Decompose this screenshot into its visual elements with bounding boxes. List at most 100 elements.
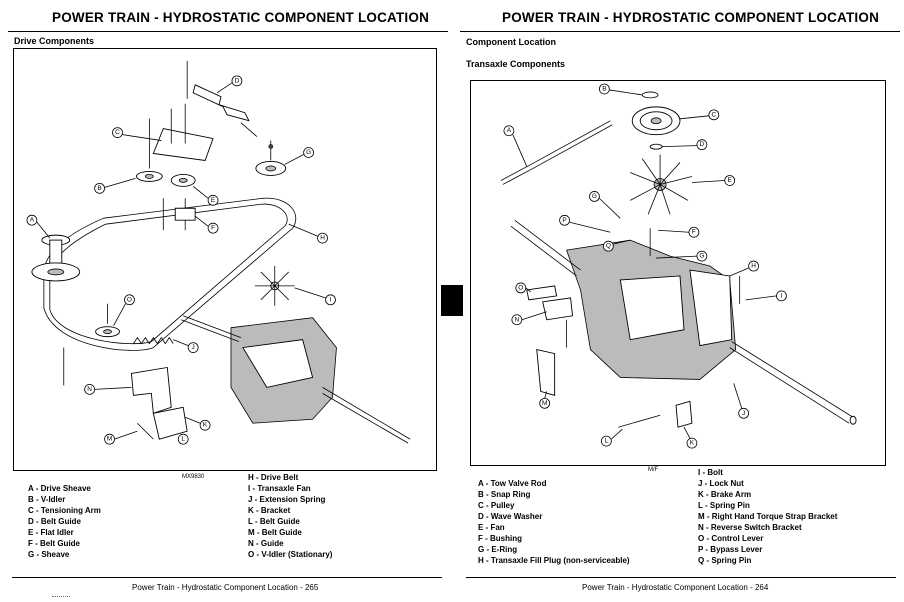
callout-k: K [690,440,695,447]
callout-g: G [592,193,597,200]
legend-item: I - Transaxle Fan [248,484,311,493]
subsection-heading: Transaxle Components [466,59,566,69]
control-lever-shape [526,285,558,301]
legend-item: B - V-Idler [28,495,66,504]
legend-item: O - V-Idler (Stationary) [248,550,333,559]
legend-item: M - Belt Guide [248,528,302,537]
pulley-shape [631,91,681,150]
callout-g: G [699,253,704,260]
figure-id: M/F [648,467,659,473]
callout-o: O [127,296,132,303]
section-heading: Drive Components [14,36,95,46]
callout-n: N [515,316,520,323]
callout-l: L [181,436,185,443]
callout-j: J [192,344,195,351]
bracket-assembly-shape [130,366,188,440]
callout-e: E [211,197,216,204]
bracket-shapes [526,285,693,428]
legend-item: E - Flat Idler [28,528,74,537]
right-page: POWER TRAIN - HYDROSTATIC COMPONENT LOCA… [456,0,904,602]
callout-b: B [602,85,606,92]
legend-item: O - Control Lever [698,534,764,543]
legend-item: J - Lock Nut [698,479,744,488]
extension-spring-shape [133,336,174,345]
legend-column-2: I - Bolt J - Lock Nut K - Brake Arm L - … [698,467,837,566]
legend-item: K - Bracket [248,506,291,515]
callout-c: C [711,111,716,118]
footer-rule [466,577,896,578]
transaxle-components-diagram: A B C D E F G G H I J K L M [500,83,857,449]
belt-guide-d-shape [186,60,258,137]
drive-sheave-shape [31,234,81,282]
legend-item: I - Bolt [698,468,723,477]
callout-d: D [235,77,240,84]
legend-item: N - Guide [248,539,284,548]
title-rule [8,31,448,32]
callout-g: G [306,149,311,156]
left-page: POWER TRAIN - HYDROSTATIC COMPONENT LOCA… [0,0,448,602]
page-footer: Power Train - Hydrostatic Component Loca… [582,583,769,592]
callout-i: I [781,292,783,299]
footer-rule [12,577,442,578]
legend-item: K - Brake Arm [698,490,752,499]
callout-o: O [518,284,523,291]
section-thumb-tab [441,285,463,316]
legend-column-1: A - Tow Valve Rod B - Snap Ring C - Pull… [478,478,630,566]
legend-item: P - Bypass Lever [698,545,763,554]
transaxle-components-figure: A B C D E F G G H I J K L M [470,80,886,466]
figure-id: MX9830 [182,474,205,480]
drive-components-figure: A B C D E F G H I J K L M N [13,48,437,471]
transaxle-body-shape [510,219,857,425]
callout-m: M [542,400,547,407]
legend-item: L - Belt Guide [248,517,300,526]
sheave-shape [255,140,287,176]
legend-item: J - Extension Spring [248,495,326,504]
callout-l: L [605,438,609,445]
legend-item: D - Belt Guide [28,517,81,526]
callout-m: M [107,436,112,443]
legend-item: A - Tow Valve Rod [478,479,547,488]
callout-c: C [115,129,120,136]
legend-item: C - Pulley [478,501,515,510]
page-edge-mark [52,596,70,598]
page-footer: Power Train - Hydrostatic Component Loca… [132,583,319,592]
title-rule [460,31,900,32]
callout-a: A [30,217,35,224]
legend-item: M - Right Hand Torque Strap Bracket [698,512,838,521]
callout-d: D [700,141,705,148]
legend-item: H - Transaxle Fill Plug (non-serviceable… [478,556,630,565]
callout-k: K [203,422,208,429]
tow-valve-rod-shape [500,120,611,181]
callout-a: A [507,127,512,134]
page-title: POWER TRAIN - HYDROSTATIC COMPONENT LOCA… [52,10,430,25]
callout-i: I [330,296,332,303]
callout-e: E [728,177,733,184]
legend-item: Q - Spring Pin [698,556,752,565]
legend-column-1: A - Drive Sheave B - V-Idler C - Tension… [28,483,101,560]
legend-item: F - Bushing [478,534,522,543]
legend-item: C - Tensioning Arm [28,506,101,515]
drive-components-diagram: A B C D E F G H I J K L M N [26,60,411,445]
callout-h: H [751,263,756,270]
tensioning-arm-shape [135,103,214,231]
callout-f: F [211,225,215,232]
callout-b: B [97,185,101,192]
legend-item: B - Snap Ring [478,490,531,499]
legend-item: G - E-Ring [478,545,518,554]
legend-item: G - Sheave [28,550,70,559]
callout-p: P [562,217,566,224]
callout-f: F [692,229,696,236]
legend-item: H - Drive Belt [248,473,299,482]
legend-item: F - Belt Guide [28,539,80,548]
transaxle-fan-shape [254,265,295,306]
legend-item: A - Drive Sheave [28,484,91,493]
belt-guide-f-shape [174,207,196,221]
torque-strap-bracket-shape [536,349,556,396]
transaxle-shape [181,315,411,444]
reverse-switch-bracket-shape [542,297,574,321]
brake-arm-shape [675,400,693,428]
legend-item: N - Reverse Switch Bracket [698,523,802,532]
callout-n: N [87,386,92,393]
v-idler-stationary-shape [95,303,120,338]
legend-item: L - Spring Pin [698,501,750,510]
